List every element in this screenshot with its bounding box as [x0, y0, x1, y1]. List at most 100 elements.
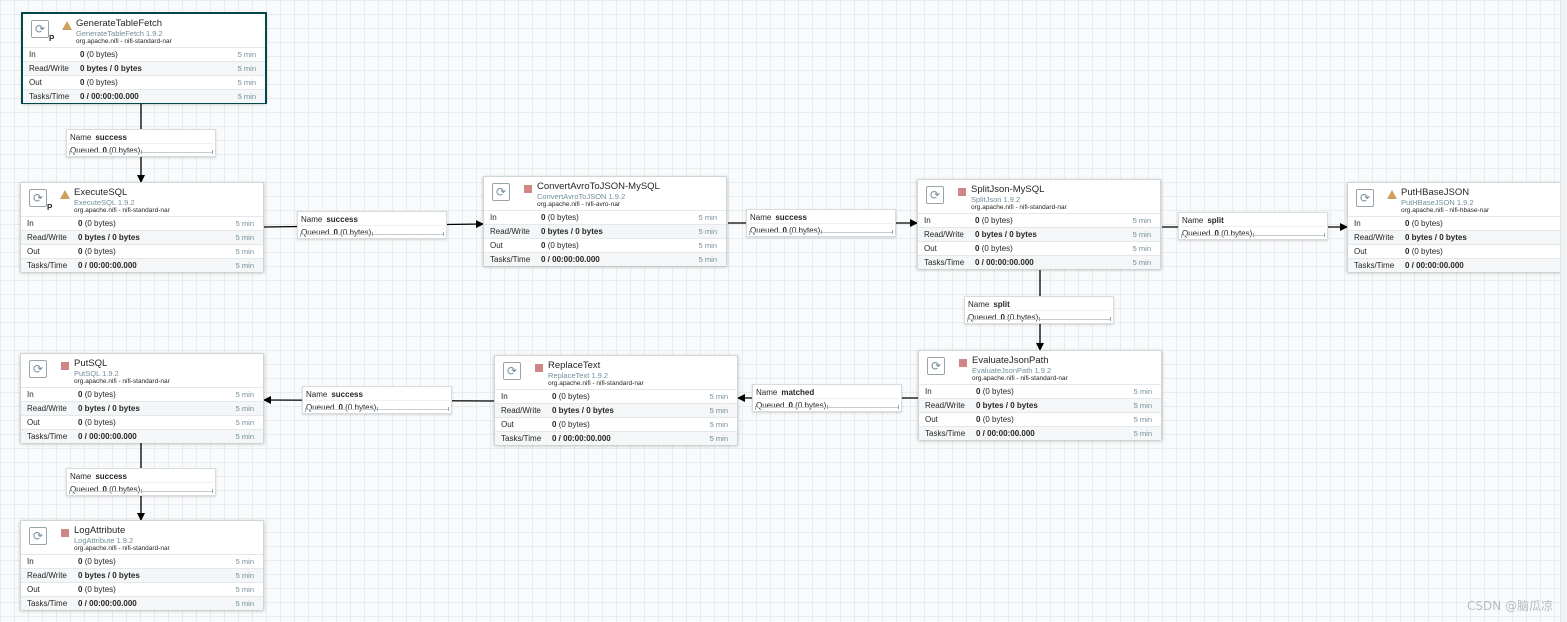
stat-value: 0 bytes / 0 bytes [552, 406, 614, 415]
stat-size: (0 bytes) [547, 213, 579, 222]
stat-label: In [27, 219, 34, 228]
stat-value: 0 / 00:00:00.000 [1405, 261, 1464, 270]
processor-split[interactable]: ⟳ SplitJson-MySQL SplitJson 1.9.2 org.ap… [917, 179, 1161, 269]
processor-hbase[interactable]: ⟳ PutHBaseJSON PutHBaseJSON 1.9.2 org.ap… [1347, 182, 1567, 272]
processor-icon: ⟳ [1356, 189, 1374, 207]
stat-label: Read/Write [27, 571, 67, 580]
stat-value: 0 [541, 213, 546, 222]
divider [69, 482, 213, 483]
processor-bundle: org.apache.nifi - nifi-standard-nar [74, 207, 170, 214]
stopped-icon[interactable] [61, 529, 69, 537]
processor-icon: ⟳ [29, 527, 47, 545]
stat-row-out: Out 0 (0 bytes) 5 min [918, 241, 1160, 255]
divider [305, 400, 449, 401]
stat-label: Read/Write [1354, 233, 1394, 242]
queue-progress-bar [1181, 233, 1325, 238]
connection-queued-label: Queued [968, 313, 997, 322]
processor-icon: ⟳ [927, 357, 945, 375]
stat-value: 0 [976, 387, 981, 396]
stat-value: 0 / 00:00:00.000 [80, 92, 139, 101]
stat-window: 5 min [235, 390, 254, 399]
processor-bundle: org.apache.nifi - nifi-hbase-nar [1401, 207, 1490, 214]
stat-size: (0 bytes) [84, 247, 116, 256]
processor-type: ConvertAvroToJSON 1.9.2 [537, 192, 626, 201]
stat-row-in: In 0 (0 bytes) 5 min [21, 387, 263, 401]
stat-window: 5 min [235, 571, 254, 580]
stat-label: Out [1354, 247, 1367, 256]
canvas-scrollbar[interactable] [1560, 0, 1567, 622]
stat-window: 5 min [1132, 258, 1151, 267]
processor-type: ExecuteSQL 1.9.2 [74, 198, 135, 207]
stat-label: In [925, 387, 932, 396]
connection-name: success [326, 215, 358, 224]
stat-size: (0 bytes) [558, 392, 590, 401]
stat-window: 5 min [235, 557, 254, 566]
stopped-icon[interactable] [61, 362, 69, 370]
watermark: CSDN @脑瓜凉 [1466, 599, 1553, 613]
stat-size: (0 bytes) [981, 244, 1013, 253]
stat-window: 5 min [1133, 415, 1152, 424]
queued-size: (0 bytes) [789, 226, 821, 235]
stat-size: (0 bytes) [84, 585, 116, 594]
warning-icon[interactable] [60, 190, 70, 199]
processor-bundle: org.apache.nifi - nifi-standard-nar [972, 375, 1068, 382]
queue-progress-bar [305, 407, 449, 412]
stopped-icon[interactable] [535, 364, 543, 372]
stat-row-in: In 0 (0 bytes) 5 min [918, 213, 1160, 227]
stat-row-tasks-time: Tasks/Time 0 / 00:00:00.000 5 min [918, 255, 1160, 269]
stopped-icon[interactable] [524, 185, 532, 193]
processor-header: ⟳ ConvertAvroToJSON-MySQL ConvertAvroToJ… [484, 177, 726, 210]
processor-eval[interactable]: ⟳ EvaluateJsonPath EvaluateJsonPath 1.9.… [918, 350, 1162, 440]
processor-log[interactable]: ⟳ LogAttribute LogAttribute 1.9.2 org.ap… [20, 520, 264, 610]
processor-name: LogAttribute [74, 525, 126, 536]
processor-repl[interactable]: ⟳ ReplaceText ReplaceText 1.9.2 org.apac… [494, 355, 738, 445]
processor-name: EvaluateJsonPath [972, 355, 1049, 366]
stat-row-out: Out 0 (0 bytes) 5 min [484, 238, 726, 252]
stat-window: 5 min [237, 92, 256, 101]
processor-conv[interactable]: ⟳ ConvertAvroToJSON-MySQL ConvertAvroToJ… [483, 176, 727, 266]
connection-queued-label: Queued [306, 403, 335, 412]
processor-exec[interactable]: ⟳ P ExecuteSQL ExecuteSQL 1.9.2 org.apac… [20, 182, 264, 272]
stat-size: (0 bytes) [84, 557, 116, 566]
stat-value: 0 bytes / 0 bytes [78, 571, 140, 580]
processor-putsql[interactable]: ⟳ PutSQL PutSQL 1.9.2 org.apache.nifi - … [20, 353, 264, 443]
queue-bar-tick [755, 406, 756, 410]
warning-icon[interactable] [62, 21, 72, 30]
stopped-icon[interactable] [958, 188, 966, 196]
stat-size: (0 bytes) [86, 50, 118, 59]
processor-header: ⟳ LogAttribute LogAttribute 1.9.2 org.ap… [21, 521, 263, 554]
stat-label: In [27, 390, 34, 399]
processor-type: PutSQL 1.9.2 [74, 369, 119, 378]
stat-row-read-write: Read/Write 0 bytes / 0 bytes 5 min [21, 230, 263, 244]
connection-name-label: Name [70, 472, 92, 481]
stat-row-out: Out 0 (0 bytes) 5 min [21, 244, 263, 258]
queue-progress-bar [69, 150, 213, 155]
stat-label: Tasks/Time [27, 432, 68, 441]
stat-label: In [924, 216, 931, 225]
stat-value: 0 [975, 216, 980, 225]
stat-row-tasks-time: Tasks/Time 0 / 00:00:00.000 5 min [23, 89, 265, 103]
stat-value: 0 [1405, 219, 1410, 228]
stat-row-read-write: Read/Write 0 bytes / 0 bytes 5 min [919, 398, 1161, 412]
warning-icon[interactable] [1387, 190, 1397, 199]
queued-size: (0 bytes) [1221, 229, 1253, 238]
processor-name: GenerateTableFetch [76, 18, 163, 29]
queue-progress-bar [749, 230, 893, 235]
stopped-icon[interactable] [959, 359, 967, 367]
queue-bar-tick [69, 490, 70, 494]
processor-gtf[interactable]: ⟳ P GenerateTableFetch GenerateTableFetc… [22, 13, 266, 103]
stat-window: 5 min [235, 247, 254, 256]
primary-node-marker: P [49, 34, 55, 43]
processor-type: EvaluateJsonPath 1.9.2 [972, 366, 1052, 375]
